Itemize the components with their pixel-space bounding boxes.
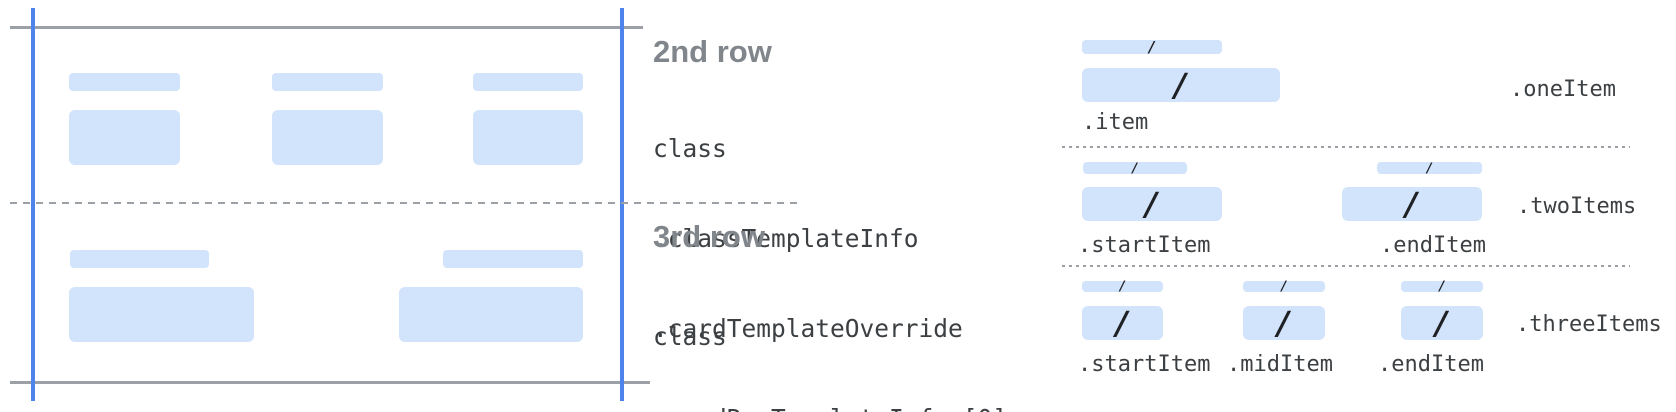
row2-col2-label-bar [272, 73, 383, 91]
two-items-start-value-bar: / [1082, 187, 1222, 221]
two-items-end-label: .endItem [1380, 233, 1486, 258]
slash-glyph: / [1274, 304, 1294, 342]
row-top-guide-line [10, 26, 643, 29]
row2-col2-value-bar [272, 110, 383, 165]
three-items-mid-value-bar: / [1243, 306, 1325, 340]
slash-glyph: / [1402, 185, 1422, 223]
row2-class-path-line: .cardRowTemplateInfos[0] [653, 404, 1007, 412]
three-items-start-label: .startItem [1078, 352, 1211, 377]
row-divider-dashed-line [10, 202, 800, 204]
row2-class-path-line: .classTemplateInfo [653, 224, 919, 253]
two-items-start-label: .startItem [1078, 233, 1211, 258]
card-wireframe [0, 0, 800, 412]
row2-col1-value-bar [69, 110, 180, 165]
row2-heading: 2nd row [653, 34, 772, 69]
two-items-end-label-bar: / [1377, 160, 1482, 176]
row3-heading: 3rd row [653, 219, 765, 254]
two-items-end-value-bar: / [1342, 187, 1482, 221]
one-item-label-bar: / [1082, 38, 1222, 56]
slash-glyph: / [1425, 160, 1434, 176]
slash-glyph: / [1280, 279, 1288, 294]
one-item-layout-label: .oneItem [1510, 77, 1616, 102]
row2-col3-label-bar [473, 73, 583, 91]
row-bottom-guide-line [10, 381, 650, 384]
row2-class-path-line: .cardTemplateOverride [653, 314, 963, 343]
slash-glyph: / [1131, 160, 1139, 176]
row3-start-label-bar [70, 250, 209, 268]
two-items-layout-label: .twoItems [1517, 194, 1637, 219]
slash-glyph: / [1112, 304, 1133, 342]
three-items-start-value-bar: / [1082, 306, 1163, 340]
slash-glyph: / [1142, 185, 1162, 223]
row3-class-path-line: class [653, 322, 727, 351]
slash-glyph: / [1438, 279, 1446, 294]
slash-glyph: / [1171, 66, 1191, 104]
slash-glyph: / [1432, 304, 1452, 342]
slash-glyph: / [1118, 279, 1127, 294]
layout-divider-dotted-line [1062, 265, 1630, 267]
layout-divider-dotted-line [1062, 146, 1630, 148]
three-items-end-label: .endItem [1378, 352, 1484, 377]
row2-col1-label-bar [69, 73, 180, 91]
row3-end-label-bar [443, 250, 583, 268]
three-items-mid-label: .midItem [1227, 352, 1333, 377]
row3-start-value-bar [69, 287, 254, 342]
row2-col3-value-bar [473, 110, 583, 165]
row3-end-value-bar [399, 287, 583, 342]
row2-class-path: class .classTemplateInfo .cardTemplateOv… [653, 74, 1007, 412]
two-items-start-label-bar: / [1083, 160, 1187, 176]
card-right-guide-line [620, 8, 624, 401]
slash-glyph: / [1147, 38, 1157, 56]
card-left-guide-line [31, 8, 35, 401]
three-items-mid-label-bar: / [1243, 279, 1325, 294]
three-items-layout-label: .threeItems [1516, 312, 1662, 337]
three-items-end-label-bar: / [1401, 279, 1483, 294]
row2-class-path-line: class [653, 134, 727, 163]
one-item-value-bar: / [1082, 68, 1280, 102]
one-item-item-label: .item [1082, 110, 1149, 135]
three-items-start-label-bar: / [1082, 279, 1163, 294]
three-items-end-value-bar: / [1401, 306, 1483, 340]
row3-class-path: class .classTemplateInfo .cardTemplateOv… [653, 262, 1007, 412]
